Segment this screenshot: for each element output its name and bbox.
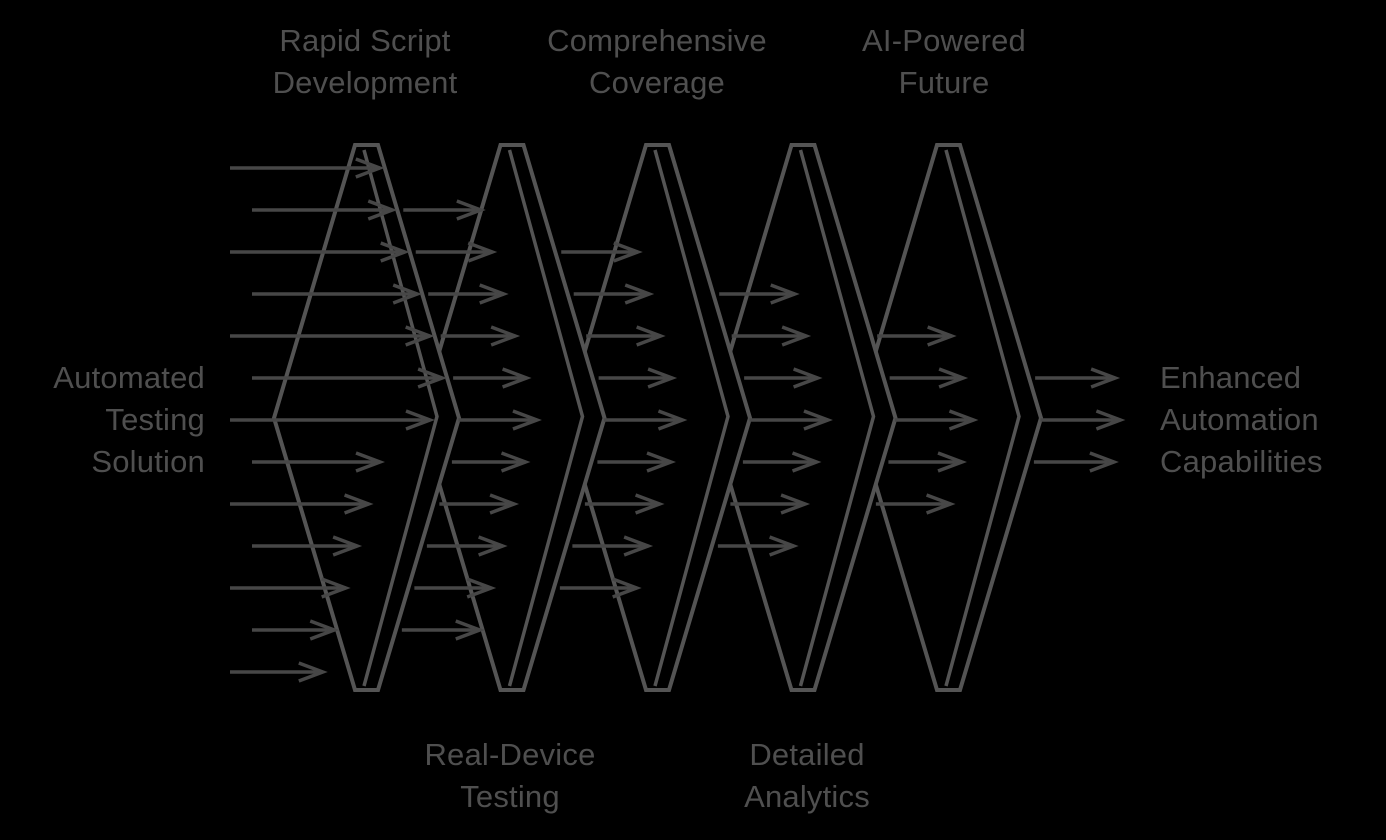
stage-label-comprehensive-coverage: Comprehensive Coverage bbox=[547, 23, 767, 100]
flow-arrow-col1-row7-head bbox=[489, 493, 520, 515]
flow-arrow-col3-row0-head bbox=[770, 283, 800, 305]
flow-arrow-col1-row8-head bbox=[478, 535, 508, 557]
flow-arrow-col4-row2-head bbox=[948, 409, 979, 431]
flow-arrow-col2-row1-head bbox=[624, 283, 655, 305]
filter-pane-2-fold-line bbox=[507, 149, 585, 687]
flow-arrow-col4-row0-head bbox=[927, 325, 957, 347]
flow-arrow-col0-row11-head bbox=[309, 619, 340, 641]
flow-arrow-col5-row1-head bbox=[1095, 409, 1126, 431]
flow-arrow-col0-row1-head bbox=[367, 199, 398, 221]
stage-label-real-device-testing: Real-Device Testing bbox=[424, 737, 596, 814]
flow-arrow-col1-row1-head bbox=[467, 241, 498, 263]
flow-arrow-col1-row0-head bbox=[456, 199, 486, 221]
stage-label-detailed-analytics: Detailed Analytics bbox=[744, 737, 870, 814]
flow-arrow-col0-row8-head bbox=[343, 493, 374, 515]
flow-arrow-col4-row3-head bbox=[937, 451, 967, 473]
flow-arrow-col3-row3-head bbox=[803, 409, 833, 431]
flow-arrow-col0-row0-head bbox=[355, 157, 385, 179]
flow-arrow-col2-row7-head bbox=[623, 535, 654, 557]
flow-arrow-col3-row2-head bbox=[792, 367, 823, 389]
flow-arrow-col4-row1-head bbox=[938, 367, 969, 389]
flow-arrow-col0-row6-head bbox=[405, 409, 435, 431]
flow-arrow-col3-row5-head bbox=[780, 493, 811, 515]
flow-arrow-col2-row6-head bbox=[634, 493, 665, 515]
filter-pane-4-fold-line bbox=[798, 149, 876, 687]
flow-arrow-col0-row2-head bbox=[380, 241, 410, 263]
flow-arrow-col2-row4-head bbox=[657, 409, 688, 431]
flow-arrow-col2-row5-head bbox=[646, 451, 676, 473]
flow-arrow-col2-row3-head bbox=[647, 367, 678, 389]
stage-label-ai-powered-future: AI-Powered Future bbox=[862, 23, 1026, 100]
flow-arrow-col1-row3-head bbox=[490, 325, 521, 347]
output-label-enhanced-automation-capabilities: Enhanced Automation Capabilities bbox=[1160, 360, 1323, 479]
flow-arrow-col0-row10-head bbox=[321, 577, 351, 599]
flow-arrow-col2-row2-head bbox=[636, 325, 666, 347]
stage-label-rapid-script-development: Rapid Script Development bbox=[272, 23, 458, 100]
flow-arrow-col2-row8-head bbox=[612, 577, 642, 599]
flow-arrow-col0-row12-head bbox=[298, 661, 328, 683]
input-label-automated-testing-solution: Automated Testing Solution bbox=[53, 360, 205, 479]
filter-pane-5-fold-line bbox=[944, 149, 1021, 687]
flow-arrow-col0-row9-head bbox=[332, 535, 363, 557]
flow-arrow-col0-row5-head bbox=[417, 367, 448, 389]
flow-arrow-col1-row6-head bbox=[500, 451, 531, 473]
filter-pane-1 bbox=[271, 143, 462, 692]
flow-arrow-col2-row0-head bbox=[613, 241, 643, 263]
flow-arrow-col5-row0-head bbox=[1090, 367, 1121, 389]
flow-arrow-col0-row3-head bbox=[392, 283, 423, 305]
flow-arrow-col0-row7-head bbox=[355, 451, 385, 473]
filter-pane-3-fold-line bbox=[653, 149, 730, 687]
flow-arrow-col1-row10-head bbox=[455, 619, 485, 641]
flow-arrow-col4-row4-head bbox=[925, 493, 956, 515]
filter-pane-1-fold-line bbox=[362, 149, 439, 687]
flow-arrow-col0-row4-head bbox=[405, 325, 435, 347]
flow-arrow-col5-row2-head bbox=[1089, 451, 1119, 473]
flow-arrow-col1-row5-head bbox=[512, 409, 542, 431]
flow-arrow-col1-row2-head bbox=[479, 283, 509, 305]
flow-arrow-col3-row4-head bbox=[791, 451, 822, 473]
flow-arrow-col1-row9-head bbox=[466, 577, 497, 599]
flow-arrow-col3-row1-head bbox=[781, 325, 812, 347]
flow-arrow-col3-row6-head bbox=[769, 535, 799, 557]
flow-arrow-col1-row4-head bbox=[501, 367, 532, 389]
